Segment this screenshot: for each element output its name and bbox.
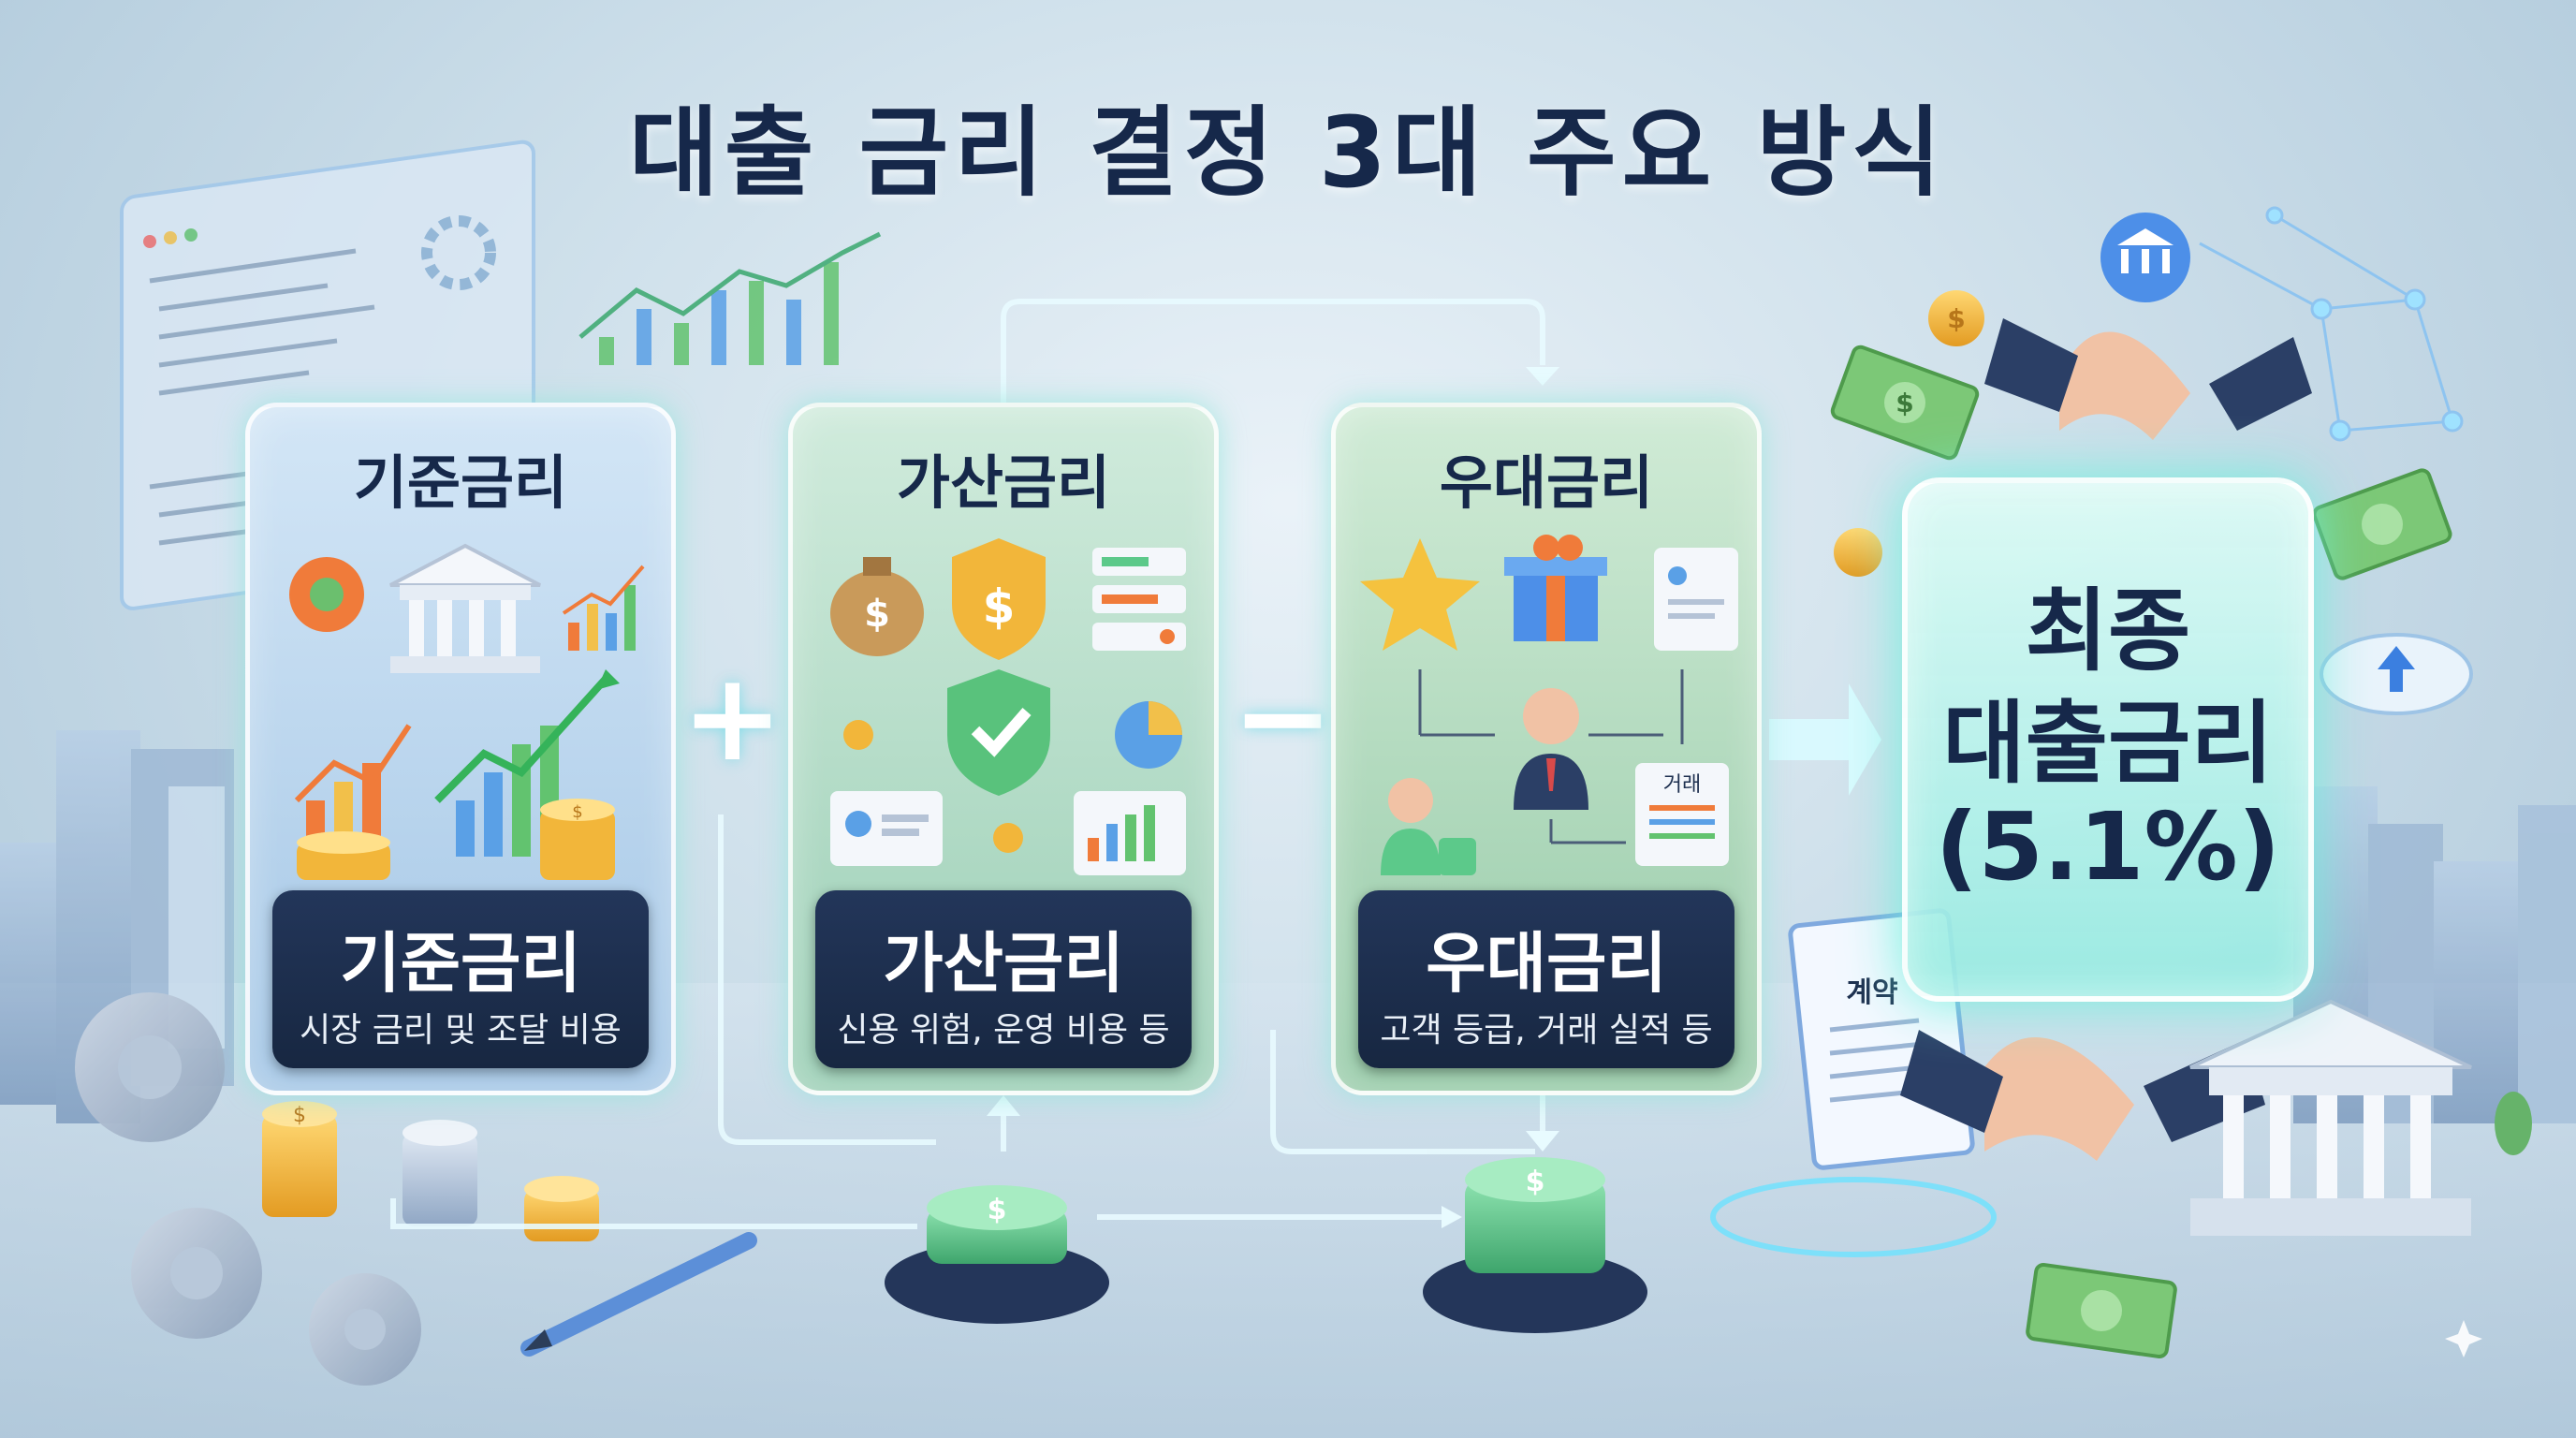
green-coin-stack-1: $: [885, 1185, 1109, 1324]
card-pref-rate-footer: 우대금리 고객 등급, 거래 실적 등: [1358, 890, 1734, 1068]
final-rate-line2: 대출금리: [1942, 691, 2274, 796]
money-bill: [2026, 1262, 2177, 1359]
profile-card-icon: [830, 791, 943, 866]
page-title: 대출 금리 결정 3대 주요 방식: [629, 95, 1947, 210]
customer-icon: [1381, 778, 1476, 875]
card-pref-rate: 우대금리: [1331, 403, 1762, 1095]
money-bag-icon: $: [830, 557, 924, 656]
money-bill: $: [1830, 345, 1980, 461]
gear-icon: [289, 557, 364, 632]
dollar-icon: $: [572, 802, 582, 822]
bank-building: [2189, 999, 2532, 1236]
card-base-rate-name: 기준금리: [340, 925, 581, 1002]
dollar-icon: $: [988, 1194, 1007, 1226]
pie-chart-icon: [1115, 701, 1182, 769]
money-bill: [2312, 468, 2452, 580]
dashboard-icon: [1074, 791, 1186, 875]
green-coin-stack-2: $: [1423, 1157, 1647, 1333]
card-add-rate-footer: 가산금리 신용 위험, 운영 비용 등: [815, 890, 1192, 1068]
card-list-icon: [1092, 548, 1186, 651]
star-icon: [1360, 538, 1480, 651]
network-graph: [2199, 206, 2464, 442]
card-base-rate-footer: 기준금리 시장 금리 및 조달 비용: [272, 890, 649, 1068]
bank-icon: [2100, 213, 2190, 302]
svg-text:$: $: [1947, 303, 1965, 334]
final-rate-value: (5.1%): [1935, 792, 2281, 902]
check-icon: [947, 669, 1050, 796]
card-pref-rate-desc: 고객 등급, 거래 실적 등: [1380, 1011, 1713, 1049]
card-base-rate-header: 기준금리: [353, 448, 568, 517]
card-add-rate-name: 가산금리: [883, 925, 1124, 1002]
gift-icon: [1504, 535, 1607, 641]
card-base-rate-illustration: $: [289, 543, 645, 880]
cloud-upload-icon: [2320, 633, 2473, 715]
minus-operator: −: [1232, 646, 1334, 788]
bank-icon: [389, 543, 541, 673]
flow-arrows: [987, 367, 1559, 1228]
plus-operator: +: [681, 646, 783, 788]
final-rate-line1: 최종: [2025, 579, 2191, 683]
mini-trend-chart: [578, 231, 882, 365]
bar-chart-icon: [562, 565, 645, 651]
card-pref-rate-name: 우대금리: [1426, 925, 1667, 1002]
card-add-rate-illustration: $ $: [830, 538, 1186, 875]
card-add-rate: 가산금리 $ $: [788, 403, 1219, 1095]
gear-icon: [75, 992, 421, 1386]
dollar-icon: $: [293, 1104, 306, 1127]
dollar-icon: $: [864, 593, 890, 636]
card-add-rate-header: 가산금리: [896, 448, 1111, 517]
sparkle-icon: [2445, 1320, 2482, 1357]
coin-stack-icon: $: [297, 799, 615, 880]
card-add-rate-desc: 신용 위험, 운영 비용 등: [837, 1011, 1170, 1049]
card-pref-rate-header: 우대금리: [1439, 448, 1654, 517]
coin-icon: [843, 720, 1023, 853]
card-base-rate: 기준금리: [245, 403, 676, 1095]
handshake-icon: [1984, 318, 2312, 440]
final-rate-panel: 최종 대출금리 (5.1%): [1902, 477, 2314, 1002]
pencil-icon: [520, 1232, 757, 1357]
glow-ring: [1710, 1177, 1997, 1257]
card-pref-rate-illustration: 거래: [1360, 535, 1738, 875]
coin-icon: $: [1834, 290, 1984, 577]
card-base-rate-desc: 시장 금리 및 조달 비용: [300, 1011, 622, 1049]
handshake-icon: [1900, 1030, 2265, 1161]
contract-label: 계약: [1846, 976, 1897, 1009]
coin-stack-left: $: [262, 1101, 599, 1241]
flow-lines: [390, 299, 1545, 1229]
businessman-icon: [1514, 688, 1588, 810]
svg-text:$: $: [983, 580, 1016, 634]
transaction-label: 거래: [1663, 773, 1701, 797]
arrow-to-final: [1769, 683, 1881, 796]
document-icon: [1654, 548, 1738, 651]
dollar-icon: $: [1895, 388, 1913, 418]
dollar-icon: $: [1526, 1166, 1545, 1198]
transaction-doc-icon: 거래: [1635, 763, 1729, 866]
shield-icon: $: [952, 538, 1046, 660]
